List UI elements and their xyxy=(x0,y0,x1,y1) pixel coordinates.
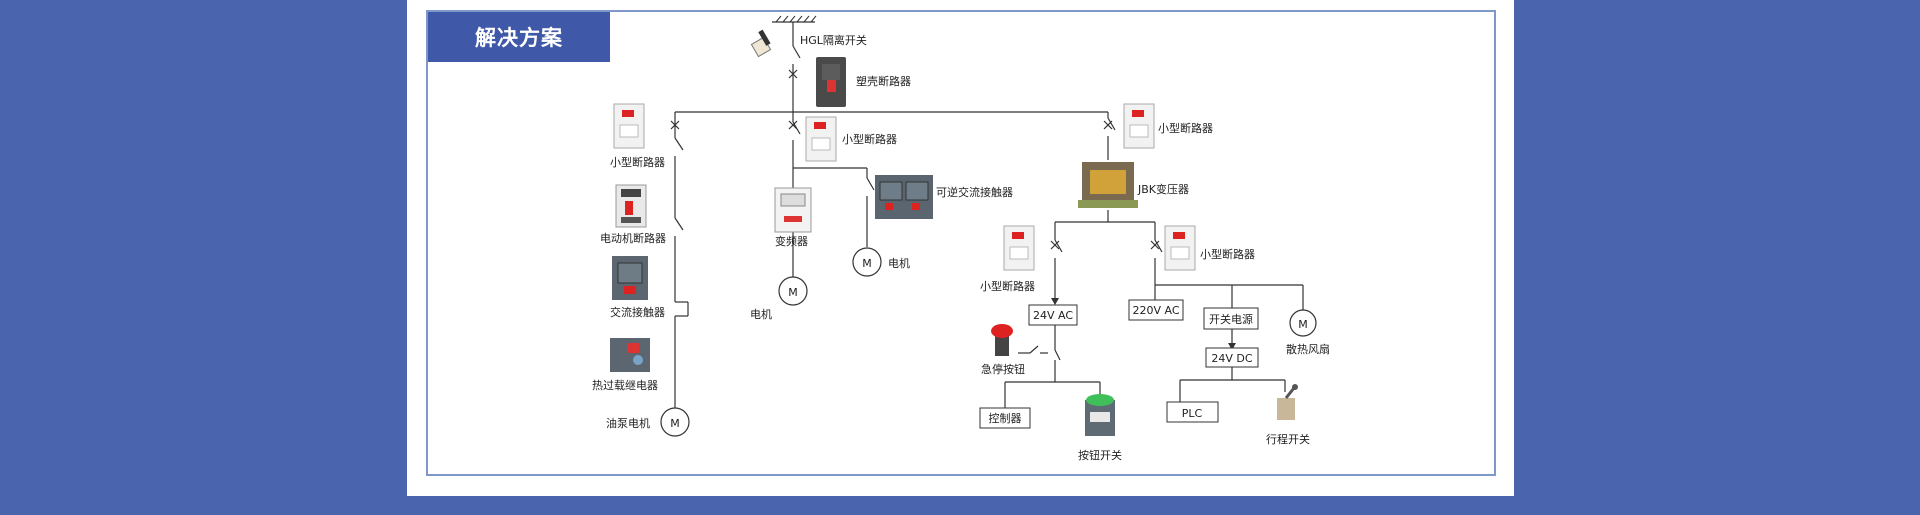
arrow-heads xyxy=(1051,298,1236,350)
breaker-mark-right xyxy=(1103,120,1113,130)
box-plc: PLC xyxy=(1166,401,1219,423)
contactor-icon-left xyxy=(612,256,648,300)
label-limit-switch: 行程开关 xyxy=(1266,432,1310,446)
svg-text:M: M xyxy=(1298,318,1308,331)
label-inverter-motor: 电机 xyxy=(750,307,772,321)
label-emergency-stop: 急停按钮 xyxy=(981,362,1025,376)
svg-text:M: M xyxy=(670,417,680,430)
label-transformer: JBK变压器 xyxy=(1137,182,1189,196)
breaker-marks xyxy=(670,69,1160,250)
label-molded-breaker: 塑壳断路器 xyxy=(856,74,911,88)
label-contactor: 交流接触器 xyxy=(610,305,665,319)
label-thermal-relay: 热过载继电器 xyxy=(592,379,658,392)
diagram-frame xyxy=(426,10,1496,476)
estop-contact-symbol xyxy=(1018,345,1048,354)
box-power-supply: 开关电源 xyxy=(1203,307,1259,330)
mini-breaker-icon-middle xyxy=(805,116,837,162)
mini-breaker-icon-sub-right xyxy=(1164,225,1196,271)
motor-symbol-fan: M xyxy=(1289,309,1317,337)
box-controller: 控制器 xyxy=(979,407,1031,429)
label-reversing-motor: 电机 xyxy=(888,256,910,270)
arrow-24vdc xyxy=(1228,343,1236,350)
emergency-stop-icon xyxy=(991,324,1013,356)
section-title: 解决方案 xyxy=(428,12,610,62)
mini-breaker-icon-right xyxy=(1123,103,1155,149)
motor-breaker-icon xyxy=(615,184,647,228)
label-fan: 散热风扇 xyxy=(1286,342,1330,356)
limit-switch-icon xyxy=(1277,384,1298,420)
label-oil-pump-motor: 油泵电机 xyxy=(606,416,650,430)
svg-text:24V DC: 24V DC xyxy=(1211,352,1252,365)
breaker-mark-main xyxy=(788,69,798,79)
content-card xyxy=(407,0,1514,496)
label-left-breaker: 小型断路器 xyxy=(610,155,665,169)
svg-text:PLC: PLC xyxy=(1182,407,1203,420)
mini-breaker-icon-sub-left xyxy=(1003,225,1035,271)
transformer-icon xyxy=(1078,162,1138,208)
label-inverter: 变频器 xyxy=(775,234,808,248)
svg-text:M: M xyxy=(788,286,798,299)
motor-symbol-inverter: M xyxy=(778,276,808,306)
svg-text:控制器: 控制器 xyxy=(989,411,1022,425)
label-isolation-switch: HGL隔离开关 xyxy=(800,33,867,47)
reversing-contactor-icon xyxy=(875,175,933,219)
breaker-mark-sub-right xyxy=(1150,240,1160,250)
arrow-24vac xyxy=(1051,298,1059,305)
svg-text:220V AC: 220V AC xyxy=(1132,304,1179,317)
label-middle-breaker: 小型断路器 xyxy=(842,132,897,146)
thermal-relay-icon xyxy=(610,338,650,372)
breaker-mark-middle xyxy=(788,120,798,130)
label-sub-left-breaker: 小型断路器 xyxy=(980,279,1035,293)
breaker-mark-left xyxy=(670,120,680,130)
box-220v-ac: 220V AC xyxy=(1128,299,1184,321)
isolation-switch-icon xyxy=(750,29,772,58)
box-24v-ac: 24V AC xyxy=(1028,304,1078,326)
label-reversing-contactor: 可逆交流接触器 xyxy=(936,185,1013,199)
label-right-breaker: 小型断路器 xyxy=(1158,121,1213,135)
inverter-icon xyxy=(774,187,812,233)
label-push-button: 按钮开关 xyxy=(1078,448,1122,462)
label-motor-breaker: 电动机断路器 xyxy=(600,231,666,245)
motor-symbol-reversing: M xyxy=(852,247,882,277)
breaker-mark-sub-left xyxy=(1050,240,1060,250)
box-24v-dc: 24V DC xyxy=(1205,347,1259,368)
svg-text:24V AC: 24V AC xyxy=(1033,309,1073,322)
push-button-icon xyxy=(1085,394,1115,436)
label-sub-right-breaker: 小型断路器 xyxy=(1200,247,1255,261)
mini-breaker-icon-left xyxy=(613,103,645,149)
ground-hatch xyxy=(775,15,817,23)
molded-case-breaker-icon xyxy=(816,57,846,107)
motor-symbol-oil-pump: M xyxy=(660,407,690,437)
svg-text:开关电源: 开关电源 xyxy=(1209,312,1253,326)
svg-text:M: M xyxy=(862,257,872,270)
